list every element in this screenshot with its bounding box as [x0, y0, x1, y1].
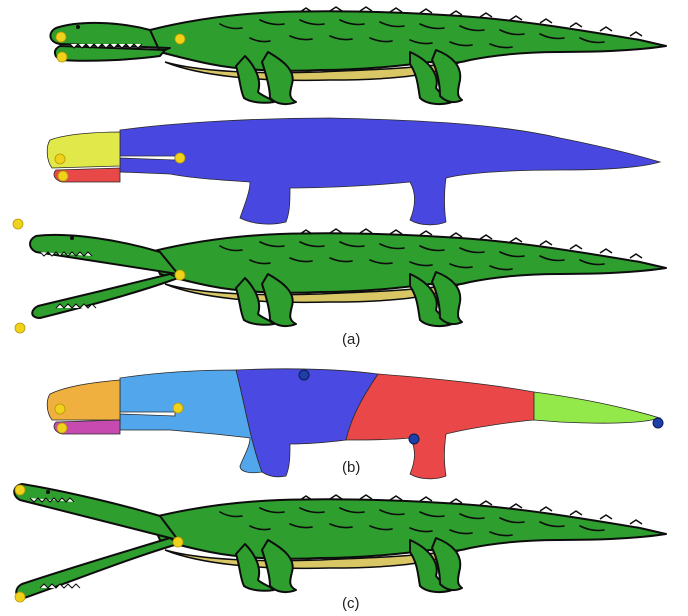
teeth — [70, 44, 142, 48]
lower-jaw — [32, 274, 178, 318]
segment-body — [120, 118, 660, 225]
blue-anchor-dot[interactable] — [409, 434, 419, 444]
crocodile-mouth-wide-open — [14, 484, 666, 598]
blue-anchor-dot[interactable] — [653, 418, 663, 428]
upper-jaw — [14, 484, 178, 540]
yellow-handle-dot[interactable] — [175, 270, 185, 280]
crocodile-rest-pose — [50, 7, 666, 104]
blue-anchor-dot[interactable] — [299, 370, 309, 380]
lower-jaw — [16, 538, 178, 598]
yellow-handle-dot[interactable] — [173, 537, 183, 547]
yellow-handle-dot[interactable] — [13, 219, 23, 229]
yellow-handle-dot[interactable] — [56, 32, 66, 42]
yellow-handle-dot[interactable] — [55, 404, 65, 414]
panel-label-a: (a) — [342, 331, 360, 348]
yellow-handle-dot[interactable] — [57, 52, 67, 62]
segment-tail — [534, 392, 660, 423]
panel-label-b: (b) — [342, 459, 360, 476]
segmentation-three-parts — [47, 118, 660, 225]
yellow-handle-dot[interactable] — [15, 323, 25, 333]
yellow-handle-dot[interactable] — [175, 34, 185, 44]
yellow-handle-dot[interactable] — [57, 423, 67, 433]
crocodile-mouth-open — [30, 229, 666, 326]
panel-label-c: (c) — [342, 595, 360, 612]
yellow-handle-dot[interactable] — [175, 153, 185, 163]
yellow-handle-dot[interactable] — [15, 485, 25, 495]
yellow-handle-dot[interactable] — [58, 171, 68, 181]
yellow-handle-dot[interactable] — [173, 403, 183, 413]
segment-hind — [346, 374, 534, 479]
yellow-handle-dot[interactable] — [55, 154, 65, 164]
yellow-handle-dot[interactable] — [15, 592, 25, 602]
